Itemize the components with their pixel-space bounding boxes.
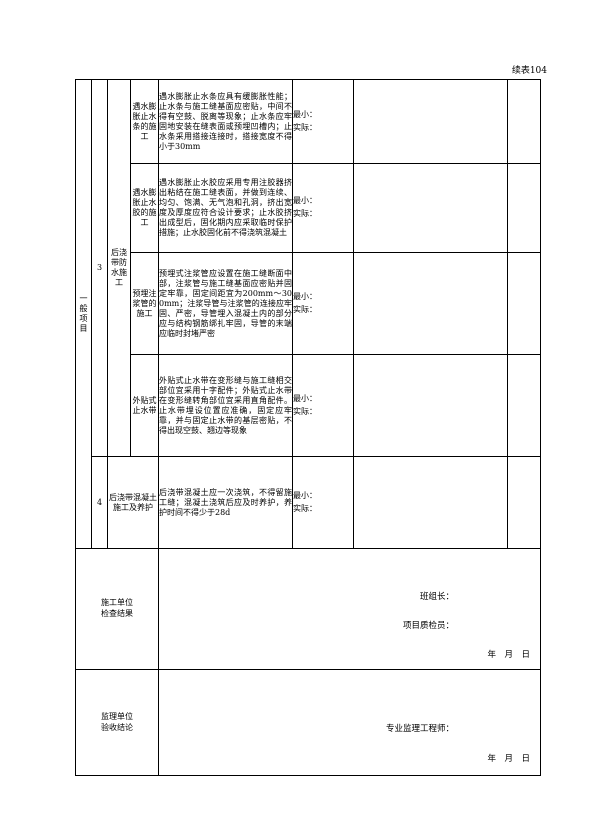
page-label: 续表104 xyxy=(511,66,547,76)
table-row: 一般项目 3 后浇带防水施工 遇水膨胀止水条的施工 遇水膨胀止水条应具有缓膨胀性… xyxy=(75,79,541,549)
requirement-text: 后浇带混凝土应一次浇筑，不得留施工缝；混凝土浇筑后应及时养护，养护时间不得少于2… xyxy=(158,456,293,549)
check-record-cell[interactable] xyxy=(353,354,508,457)
subitem-name: 遇水膨胀止水条的施工 xyxy=(130,79,159,164)
remark-cell[interactable] xyxy=(507,163,541,253)
quality-inspector-label: 项目质检员： xyxy=(402,621,454,631)
table-row: 预埋注浆管的施工 预埋式注浆管应设置在施工缝断面中部，注浆管与施工缝基面应密贴并… xyxy=(76,252,541,355)
construction-result-field[interactable]: 班组长： 项目质检员： 年 月 日 xyxy=(158,548,541,670)
check-record-cell[interactable] xyxy=(353,252,508,355)
requirement-text: 遇水膨胀止水条应具有缓膨胀性能；止水条与施工缝基面应密贴，中间不得有空鼓、脱离等… xyxy=(158,79,293,164)
subitem-name: 预埋注浆管的施工 xyxy=(130,252,159,355)
supervision-result-title: 监理单位 验收结论 xyxy=(75,669,159,776)
requirement-text: 遇水膨胀止水胶应采用专用注胶器挤出粘结在施工缝表面，并做到连续、均匀、饱满、无气… xyxy=(158,163,293,253)
remark-cell[interactable] xyxy=(507,354,541,457)
remark-cell[interactable] xyxy=(507,456,541,549)
requirement-text: 预埋式注浆管应设置在施工缝断面中部，注浆管与施工缝基面应密贴并固定牢靠，固定间距… xyxy=(158,252,293,355)
measurement-cell[interactable]: 最小： 实际： xyxy=(292,354,354,457)
actual-label: 实际： xyxy=(293,209,317,218)
min-label: 最小： xyxy=(293,109,317,119)
actual-label: 实际： xyxy=(293,503,317,513)
actual-label: 实际： xyxy=(293,304,317,314)
item-number: 3 xyxy=(91,79,108,457)
measurement-cell[interactable]: 最小： 实际： xyxy=(292,456,354,549)
item-number: 4 xyxy=(91,456,108,549)
date-label: 年 月 日 xyxy=(487,650,530,660)
supervising-engineer-label: 专业监理工程师： xyxy=(385,724,454,734)
min-label: 最小： xyxy=(293,291,317,301)
measurement-cell[interactable]: 最小： 实际： xyxy=(292,79,354,164)
supervision-result-row: 监理单位 验收结论 专业监理工程师： 年 月 日 xyxy=(75,669,541,776)
subitem-name: 遇水膨胀止水胶的施工 xyxy=(130,163,159,253)
check-record-cell[interactable] xyxy=(353,79,508,164)
actual-label: 实际： xyxy=(293,122,317,132)
remark-cell[interactable] xyxy=(507,79,541,164)
actual-label: 实际： xyxy=(293,406,317,416)
check-record-cell[interactable] xyxy=(353,456,508,549)
table-row: 外贴式止水带 外贴式止水带在变形缝与施工缝相交部位宜采用十字配件；外贴式止水带在… xyxy=(76,354,541,457)
date-label: 年 月 日 xyxy=(487,754,530,764)
remark-cell[interactable] xyxy=(507,252,541,355)
check-record-cell[interactable] xyxy=(353,163,508,253)
measurement-cell[interactable]: 最小： 实际： xyxy=(292,163,354,253)
table-row: 遇水膨胀止水胶的施工 遇水膨胀止水胶应采用专用注胶器挤出粘结在施工缝表面，并做到… xyxy=(76,163,541,253)
inspection-form-table: 一般项目 3 后浇带防水施工 遇水膨胀止水条的施工 遇水膨胀止水条应具有缓膨胀性… xyxy=(75,79,541,776)
min-label: 最小： xyxy=(293,393,317,403)
measurement-cell[interactable]: 最小： 实际： xyxy=(292,252,354,355)
team-leader-label: 班组长： xyxy=(419,592,454,602)
min-label: 最小： xyxy=(293,490,317,500)
item-name: 后浇带防水施工 xyxy=(107,79,131,457)
supervision-result-field[interactable]: 专业监理工程师： 年 月 日 xyxy=(158,669,541,776)
construction-result-title: 施工单位 检查结果 xyxy=(75,548,159,670)
requirement-text: 外贴式止水带在变形缝与施工缝相交部位宜采用十字配件；外贴式止水带在变形缝转角部位… xyxy=(158,354,293,457)
min-label: 最小： xyxy=(293,196,317,206)
construction-result-row: 施工单位 检查结果 班组长： 项目质检员： 年 月 日 xyxy=(75,548,541,670)
general-items-label: 一般项目 xyxy=(75,79,92,549)
subitem-name: 外贴式止水带 xyxy=(130,354,159,457)
item-name: 后浇带混凝土施工及养护 xyxy=(107,456,159,549)
table-row: 4 后浇带混凝土施工及养护 后浇带混凝土应一次浇筑，不得留施工缝；混凝土浇筑后应… xyxy=(76,456,541,549)
